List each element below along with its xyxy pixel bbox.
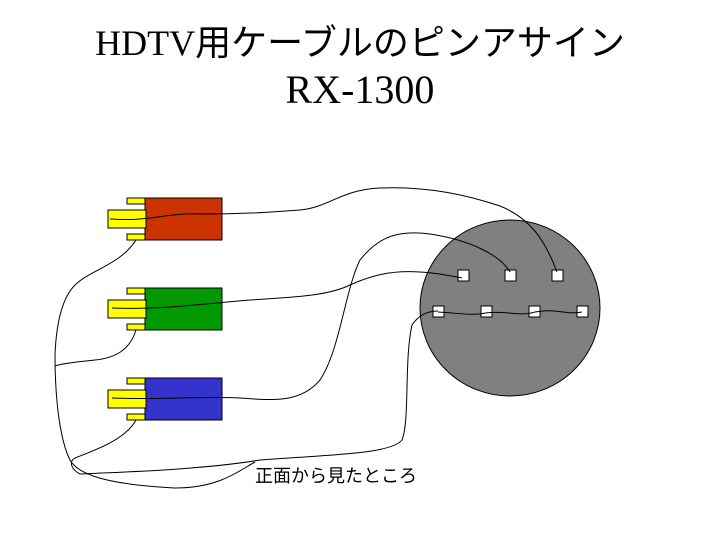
wires [54, 187, 583, 489]
rca-tab-top-red [126, 197, 146, 205]
rca-plug-green [107, 299, 147, 319]
rca-connector-red [107, 197, 223, 241]
title-line1: HDTV用ケーブルのピンアサイン [95, 23, 625, 63]
pin-top-1 [457, 269, 470, 282]
wire-red-ground [54, 239, 256, 489]
rca-tab-bottom-red [126, 233, 146, 241]
rca-connector-green [107, 287, 223, 331]
caption-front-view: 正面から見たところ [255, 466, 417, 487]
rca-tab-top-blue [126, 377, 146, 385]
pin-row-bottom [432, 305, 589, 318]
pin-bottom-4 [576, 305, 589, 318]
rca-tab-top-green [126, 287, 146, 295]
wire-blue-ground [70, 310, 439, 475]
pin-bottom-2 [480, 305, 493, 318]
pin-top-3 [551, 269, 564, 282]
pin-row-top [457, 269, 564, 282]
wire-bottom-pins [437, 310, 583, 315]
rca-tab-bottom-green [126, 323, 146, 331]
rca-connector-blue [107, 377, 223, 421]
rca-body-green [144, 287, 223, 331]
wire-blue-signal [111, 232, 511, 401]
title-line2: RX-1300 [285, 67, 435, 112]
wire-red-signal [109, 187, 558, 273]
wire-green-signal [111, 271, 463, 309]
rca-body-blue [144, 377, 223, 421]
rca-body-red [144, 197, 223, 241]
rca-plug-blue [107, 389, 147, 409]
pin-top-2 [504, 269, 517, 282]
rca-tab-bottom-blue [126, 413, 146, 421]
wire-green-ground [54, 329, 137, 367]
connector-face [419, 219, 601, 397]
